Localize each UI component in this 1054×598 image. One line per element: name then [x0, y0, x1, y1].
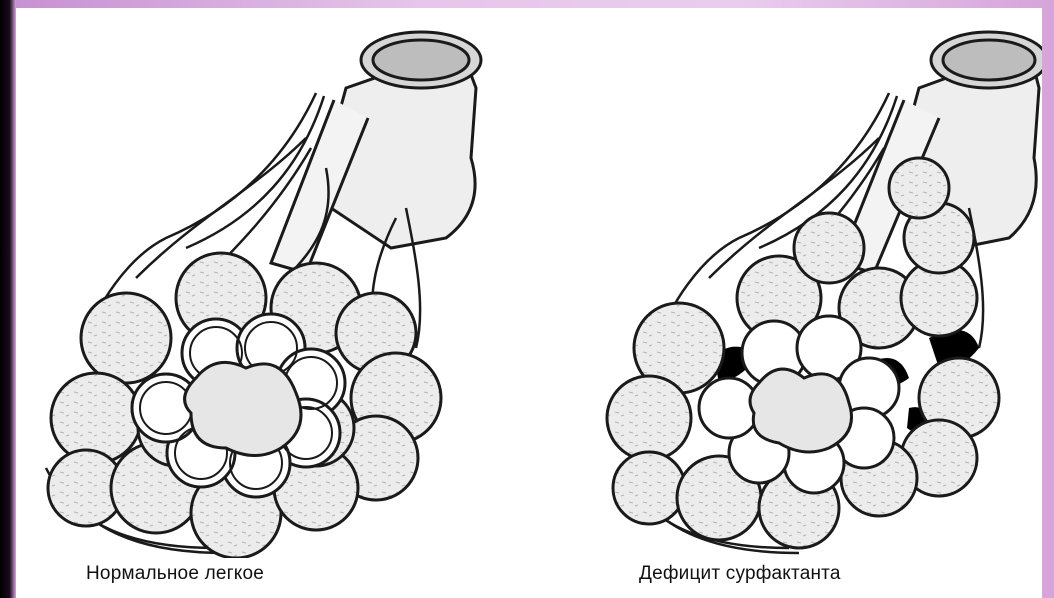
- alveolar-duct: [185, 362, 301, 455]
- caption-surfactant-deficit: Дефицит сурфактанта: [639, 563, 841, 585]
- slide-left-edge: [0, 0, 16, 598]
- caption-normal-lung: Нормальное легкое: [86, 563, 264, 585]
- panel-normal-lung: Нормальное легкое: [16, 8, 529, 598]
- illustration-canvas: Нормальное легкое: [16, 8, 1042, 598]
- normal-alveoli-illustration: [16, 8, 529, 558]
- panel-surfactant-deficit: Дефицит сурфактанта: [529, 8, 1042, 598]
- bronchiole-tube: [271, 32, 481, 273]
- alveolar-duct: [750, 369, 852, 452]
- deficit-alveoli-illustration: [529, 8, 1042, 558]
